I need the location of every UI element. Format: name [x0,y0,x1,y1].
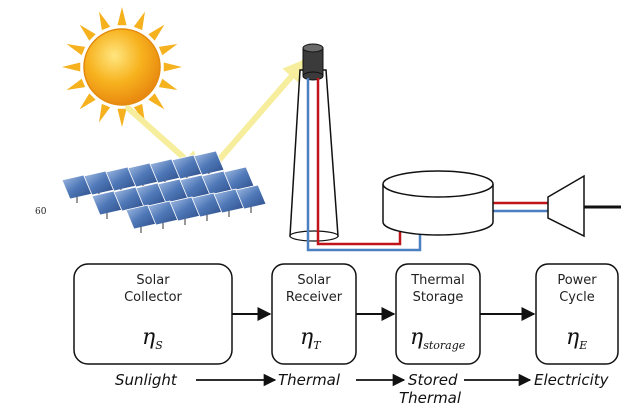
sun-ray [133,11,145,31]
solar-receiver-label-1: Solar [297,273,331,288]
eta-storage-symbol: ηstorage [410,325,466,352]
thermal-storage-label-1: Thermal [410,273,465,288]
receiver-tower [289,43,339,242]
solar-collector-label-2: Collector [124,290,182,305]
sun-ray [99,103,111,123]
sun-ray [79,93,96,110]
sun-ray [62,62,81,72]
power-cycle-box [535,263,619,365]
power-cycle-label-2: Cycle [559,290,595,305]
sun-ray [66,78,86,90]
flow-label-thermal: Thermal [278,371,341,389]
sun-ray [117,7,127,26]
sun-ray [148,24,165,41]
flow-label-stored-1: Stored [408,371,458,389]
flow-label-electricity: Electricity [534,371,610,389]
solar-collector-label-1: Solar [136,273,170,288]
turbine-icon [547,174,621,238]
heliostat-mirror [235,184,267,210]
sun-ray [158,78,178,90]
eta-s-symbol: ηS [142,325,163,352]
sun-ray [158,44,178,56]
sun-ray [148,93,165,110]
flow-label-stored-2: Thermal [399,389,462,406]
side-number: 60 [35,207,47,217]
flow-label-sunlight: Sunlight [115,371,178,389]
eta-e-symbol: ηE [566,325,587,352]
heliostat-field [61,150,267,233]
sun-ray [66,44,86,56]
heliostat-mirror [193,150,225,176]
thermal-storage-label-2: Storage [413,290,464,305]
sun-ray [163,62,182,72]
sun-ray [117,108,127,127]
energy-flow-row: Sunlight Thermal Stored Thermal Electric… [115,371,610,406]
power-cycle-label-1: Power [557,273,597,288]
pipes [306,78,548,252]
sun-ray [99,11,111,31]
eta-t-symbol: ηT [300,325,322,352]
sun-ray [79,24,96,41]
sun-icon [62,7,182,127]
storage-tank-icon [382,170,494,236]
solar-receiver-label-2: Receiver [286,290,343,305]
process-chain: Solar Collector Solar Receiver Thermal S… [73,263,619,365]
